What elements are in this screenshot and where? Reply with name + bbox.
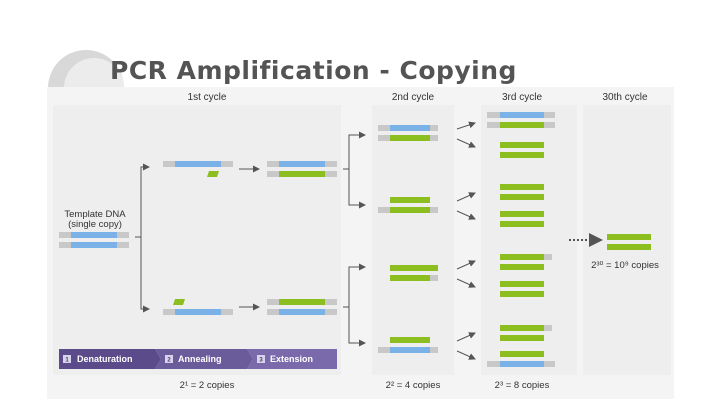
header-cycle-30: 30th cycle — [602, 92, 647, 103]
copies-cycle-30: 2³⁰ = 10⁹ copies — [591, 260, 659, 271]
extension-strand-bottom — [267, 299, 337, 315]
stage-extension-bg — [247, 349, 337, 369]
header-cycle-2: 2nd cycle — [392, 92, 435, 103]
extension-strand-top — [267, 161, 337, 177]
pcr-diagram: 1st cycle 2nd cycle 3rd cycle 30th cycle… — [47, 87, 674, 399]
stage-denaturation: Denaturation — [77, 354, 133, 364]
stage-extension: Extension — [270, 354, 313, 364]
stage-denaturation-bg — [59, 349, 161, 369]
stage-bar: 1 Denaturation 2 Annealing 3 Extension — [59, 349, 337, 369]
panel-cycle-2 — [372, 105, 454, 375]
annealing-strand-bottom — [163, 299, 233, 315]
copies-cycle-3: 2³ = 8 copies — [495, 380, 550, 391]
cycle-2-strands — [378, 125, 438, 353]
stage-number-1: 1 — [65, 358, 69, 364]
branch-template — [135, 163, 150, 313]
panel-cycle-1 — [53, 105, 341, 375]
copies-cycle-1: 2¹ = 2 copies — [180, 380, 235, 391]
stage-number-3: 3 — [259, 358, 263, 364]
header-cycle-3: 3rd cycle — [502, 92, 542, 103]
template-label-line1: Template DNA — [64, 209, 126, 220]
stage-number-2: 2 — [167, 358, 171, 364]
stage-annealing: Annealing — [178, 354, 222, 364]
cycle-3-strands — [487, 112, 555, 367]
slide-title: PCR Amplification - Copying — [110, 56, 517, 85]
stage-annealing-bg — [155, 349, 253, 369]
annealing-strand-top — [163, 161, 233, 177]
cycle-30-strands — [607, 234, 651, 250]
template-label-line2: (single copy) — [68, 219, 122, 230]
arrows-cycle-3 — [456, 121, 476, 360]
branch-cycle-2 — [343, 131, 366, 347]
header-cycle-1: 1st cycle — [188, 92, 227, 103]
template-dna — [59, 232, 129, 248]
copies-cycle-2: 2² = 4 copies — [386, 380, 441, 391]
